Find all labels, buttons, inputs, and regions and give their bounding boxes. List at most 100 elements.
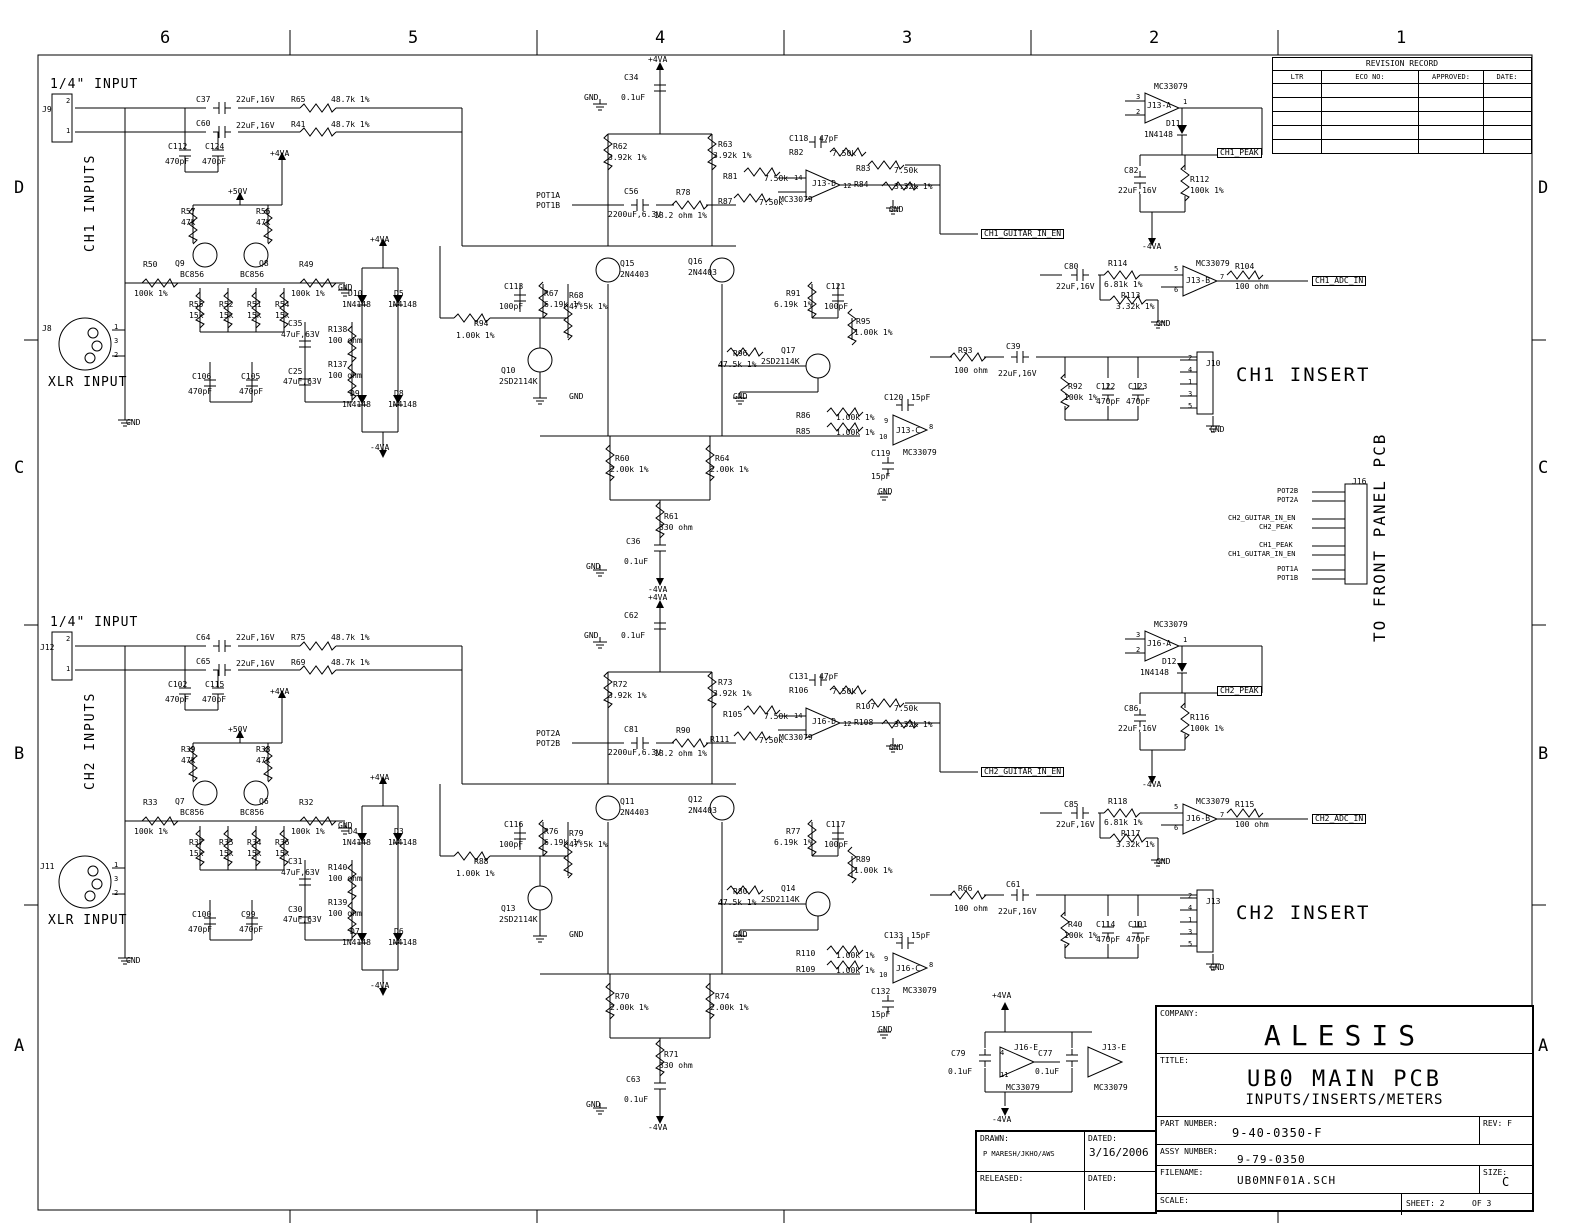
schematic-label: CH2_GUITAR_IN_EN — [1228, 514, 1296, 522]
schematic-label: -4VA — [648, 585, 668, 594]
part-number-value: 9-40-0350-F — [1232, 1126, 1323, 1140]
schematic-label: GND — [1156, 857, 1171, 866]
schematic-label: 2SD2114K — [499, 377, 538, 386]
schematic-label: POT1B — [536, 201, 561, 210]
schematic-label: 3.92k 1% — [713, 151, 752, 160]
signal-flag: CH2_GUITAR_IN_EN — [981, 767, 1065, 777]
filename-row: FILENAME: UB0MNF01A.SCH SIZE: C — [1157, 1166, 1532, 1194]
revision-record-header-row: LTR ECO NO: APPROVED: DATE: — [1273, 71, 1531, 84]
schematic-label: 2.00k 1% — [710, 1003, 749, 1012]
schematic-label: C101 — [1128, 920, 1148, 929]
schematic-label: R112 — [1190, 175, 1210, 184]
schematic-label: 7.50k — [832, 687, 857, 696]
schematic-label: 1N4148 — [342, 838, 371, 847]
schematic-label: GND — [1156, 319, 1171, 328]
schematic-label: 2SD2114K — [761, 357, 800, 366]
schematic-label: 1.00k 1% — [854, 866, 893, 875]
schematic-label: 3 — [1188, 928, 1193, 936]
signal-flag: CH2_PEAK — [1217, 686, 1262, 696]
schematic-label: C35 — [288, 319, 303, 328]
schematic-label: 470pF — [1126, 935, 1151, 944]
assy-number-row: ASSY NUMBER: 9-79-0350 — [1157, 1145, 1532, 1166]
schematic-label: R116 — [1190, 713, 1210, 722]
schematic-label: 14 — [794, 174, 803, 182]
schematic-label: 1.00k 1% — [836, 966, 875, 975]
schematic-label: 22uF,16V — [1118, 186, 1157, 195]
schematic-label: 100 ohm — [328, 874, 362, 883]
schematic-label: J12 — [40, 643, 55, 652]
schematic-label: 47k — [256, 756, 271, 765]
schematic-label: R62 — [613, 142, 628, 151]
schematic-label: 47k — [256, 218, 271, 227]
schematic-label: 3.32k 1% — [1116, 302, 1155, 311]
schematic-label: GND — [126, 956, 141, 965]
schematic-label: C119 — [871, 449, 891, 458]
schematic-label: 100pF — [824, 302, 849, 311]
schematic-label: B — [14, 744, 25, 764]
schematic-label: 3 — [114, 337, 119, 345]
schematic-label: R114 — [1108, 259, 1128, 268]
rev-label: REV: F — [1483, 1119, 1512, 1128]
schematic-label: GND — [878, 487, 893, 496]
schematic-label: MC33079 — [903, 986, 937, 995]
schematic-label: Q9 — [175, 259, 185, 268]
schematic-label: 9 — [884, 417, 889, 425]
schematic-label: J13 — [1206, 897, 1221, 906]
schematic-label: 2.00k 1% — [610, 465, 649, 474]
schematic-label: R86 — [796, 411, 811, 420]
schematic-label: D3 — [394, 827, 404, 836]
schematic-label: R95 — [856, 317, 871, 326]
schematic-label: CH1 INSERT — [1236, 364, 1371, 386]
schematic-label: C37 — [196, 95, 211, 104]
schematic-label: 15pF — [871, 1010, 891, 1019]
schematic-label: 0.1uF — [948, 1067, 973, 1076]
schematic-label: 3.92k 1% — [713, 689, 752, 698]
schematic-label: +50V — [228, 187, 248, 196]
schematic-label: R33 — [143, 798, 158, 807]
schematic-label: 47uF,63V — [283, 915, 322, 924]
schematic-label: 1N4148 — [1144, 130, 1173, 139]
schematic-label: 100k 1% — [291, 289, 325, 298]
schematic-label: R68 — [569, 291, 584, 300]
schematic-label: C65 — [196, 657, 211, 666]
schematic-label: J11 — [40, 862, 55, 871]
schematic-label: GND — [338, 283, 353, 292]
schematic-label: MC33079 — [1154, 620, 1188, 629]
schematic-label: 47k — [181, 218, 196, 227]
schematic-label: R69 — [291, 658, 306, 667]
revision-col-approved: APPROVED: — [1419, 71, 1484, 83]
schematic-label: 100 ohm — [1235, 820, 1269, 829]
schematic-label: C122 — [1096, 382, 1116, 391]
schematic-label: 5 — [1188, 940, 1193, 948]
schematic-label: C — [14, 458, 25, 478]
schematic-label: 470pF — [1126, 397, 1151, 406]
schematic-label: 12 — [843, 182, 852, 190]
schematic-label: 100k 1% — [1064, 931, 1098, 940]
drawn-row: DRAWN: P MARESH/JKHO/AWS DATED: 3/16/200… — [977, 1132, 1157, 1171]
schematic-label: 7.50k — [832, 149, 857, 158]
schematic-label: 6 — [1174, 824, 1179, 832]
schematic-label: 47.5k 1% — [718, 898, 757, 907]
schematic-label: 100k 1% — [291, 827, 325, 836]
schematic-label: C79 — [951, 1049, 966, 1058]
schematic-label: D7 — [350, 927, 360, 936]
schematic-label: MC33079 — [1196, 797, 1230, 806]
schematic-label: 2 — [1136, 646, 1141, 654]
schematic-label: 15pF — [911, 393, 931, 402]
schematic-label: 22uF,16V — [998, 369, 1037, 378]
revision-record-empty-row — [1273, 84, 1531, 98]
schematic-label: R37 — [189, 838, 204, 847]
schematic-label: C64 — [196, 633, 211, 642]
signal-flag: CH1_ADC_IN — [1312, 276, 1367, 286]
schematic-label: 100pF — [824, 840, 849, 849]
schematic-label: 14 — [794, 712, 803, 720]
schematic-label: 0.1uF — [621, 631, 646, 640]
schematic-label: C62 — [624, 611, 639, 620]
schematic-label: C118 — [789, 134, 809, 143]
schematic-label: 100k 1% — [1190, 186, 1224, 195]
schematic-label: C82 — [1124, 166, 1139, 175]
schematic-label: 15k — [247, 849, 262, 858]
schematic-label: 1/4" INPUT — [50, 615, 139, 630]
schematic-label: R111 — [710, 735, 730, 744]
schematic-label: 2200uF,6.3V — [608, 748, 661, 757]
